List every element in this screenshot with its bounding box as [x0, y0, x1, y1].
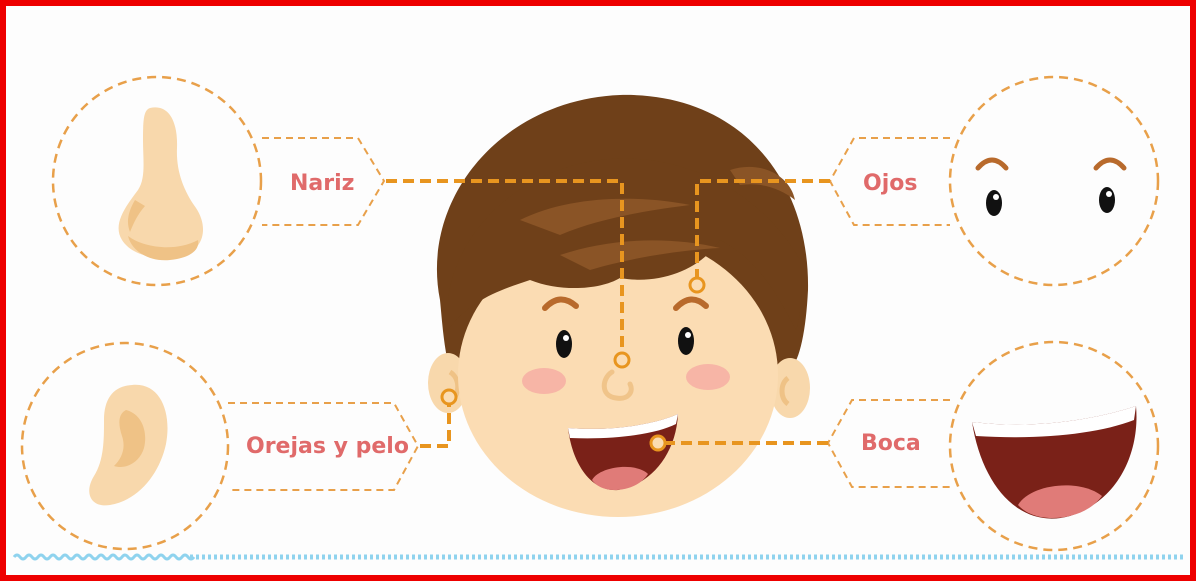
left-eye — [556, 330, 572, 358]
label-boca: Boca — [861, 431, 921, 456]
eyes-endpoint — [690, 278, 704, 292]
nose-illustration — [119, 107, 203, 260]
label-ojos: Ojos — [863, 171, 917, 196]
eyes-illustration — [978, 160, 1124, 216]
label-orejas-y-pelo: Orejas y pelo — [246, 434, 409, 459]
water-line — [14, 555, 194, 559]
mouth-illustration — [972, 406, 1136, 519]
right-cheek — [686, 364, 730, 390]
child-face — [428, 95, 810, 517]
eyes-circle — [950, 77, 1158, 285]
nose-endpoint — [615, 353, 629, 367]
mouth-endpoint — [651, 436, 665, 450]
right-eye — [678, 327, 694, 355]
ear-endpoint — [442, 390, 456, 404]
ear-illustration — [89, 385, 167, 506]
label-nariz: Nariz — [290, 171, 354, 196]
left-cheek — [522, 368, 566, 394]
